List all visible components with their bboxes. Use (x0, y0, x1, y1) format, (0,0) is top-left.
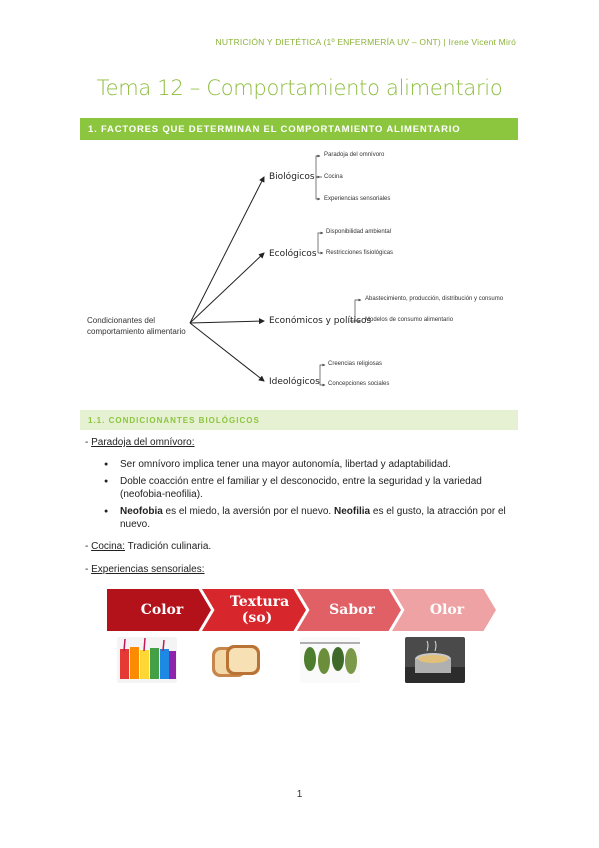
dash: - (85, 437, 92, 448)
branch-ideologicos: Ideológicos (269, 377, 320, 387)
list-item: Ser omnívoro implica tener una mayor aut… (104, 458, 518, 471)
chevron-label: Color (140, 602, 184, 618)
list-item: Doble coacción entre el familiar y el de… (104, 475, 518, 501)
page-title: Tema 12 – Comportamiento alimentario (96, 76, 503, 100)
chevron-label: Textura (so) (230, 594, 290, 626)
chevron-sabor: Sabor (297, 589, 401, 631)
term-neofobia: Neofobia (120, 506, 163, 517)
leaf-modelos-consumo: Modelos de consumo alimentario (365, 317, 454, 323)
paradoja-bullet-list: Ser omnívoro implica tener una mayor aut… (104, 458, 518, 535)
chevron-color: Color (107, 589, 211, 631)
bread-slices-image (206, 637, 266, 683)
leaf-restricciones-fisiologicas: Restricciones fisiológicas (326, 250, 394, 256)
list-item: Neofobia es el miedo, la aversión por el… (104, 505, 518, 531)
leaf-paradoja-omnivoro: Paradoja del omnívoro (324, 152, 385, 158)
cooking-pot-image (405, 637, 465, 683)
hanging-herbs-image (300, 637, 360, 683)
leaf-cocina: Cocina (324, 174, 343, 180)
chevron-label: Olor (429, 602, 465, 618)
concept-map: Condicionantes del comportamiento alimen… (80, 145, 520, 400)
branch-economicos-politicos: Económicos y políticos (269, 316, 372, 326)
cocina-line: - Cocina: Tradición culinaria. (85, 541, 211, 552)
section-heading-1-1: 1.1. CONDICIONANTES BIOLÓGICOS (80, 410, 518, 430)
experiencias-heading: - Experiencias sensoriales: (85, 564, 205, 575)
paradoja-label: Paradoja del omnívoro: (91, 437, 195, 448)
bullet-text: es el gusto, la atracción por el nuevo. (120, 506, 506, 530)
page-number: 1 (296, 789, 303, 800)
colored-drinks-image (117, 637, 177, 683)
chevron-textura: Textura (so) (202, 589, 306, 631)
leaf-creencias-religiosas: Creencias religiosas (328, 361, 383, 367)
cocina-text: Tradición culinaria. (125, 541, 212, 552)
cocina-label: Cocina: (91, 541, 126, 552)
dash: - (85, 541, 92, 552)
concept-map-root: Condicionantes del comportamiento alimen… (87, 316, 186, 336)
experiencias-label: Experiencias sensoriales: (91, 564, 205, 575)
paradoja-heading: - Paradoja del omnívoro: (85, 437, 195, 448)
leaf-disponibilidad-ambiental: Disponibilidad ambiental (326, 229, 392, 235)
chevron-label: Sabor (329, 602, 375, 618)
dash: - (85, 564, 92, 575)
bullet-text: Ser omnívoro implica tener una mayor aut… (120, 459, 451, 470)
branch-biologicos: Biológicos (269, 172, 315, 182)
sensory-chevron-process: Color Textura (so) Sabor Olor (107, 589, 497, 631)
chevron-olor: Olor (392, 589, 496, 631)
concept-map-connectors (189, 154, 362, 387)
branch-ecologicos: Ecológicos (269, 249, 317, 259)
leaf-concepciones-sociales: Concepciones sociales (328, 381, 390, 387)
leaf-abastecimiento: Abastecimiento, producción, distribución… (365, 296, 504, 302)
bullet-text: es el miedo, la aversión por el nuevo. (162, 506, 334, 517)
leaf-experiencias-sensoriales: Experiencias sensoriales (324, 196, 391, 202)
bullet-text: Doble coacción entre el familiar y el de… (120, 476, 482, 500)
page-header: NUTRICIÓN Y DIETÉTICA (1º ENFERMERÍA UV … (215, 37, 516, 47)
term-neofilia: Neofilia (334, 506, 371, 517)
section-heading-1: 1. FACTORES QUE DETERMINAN EL COMPORTAMI… (80, 118, 518, 140)
